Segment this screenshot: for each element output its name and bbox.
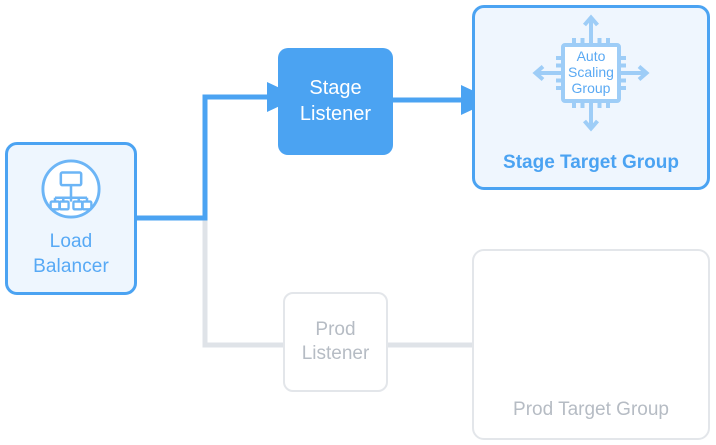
- load-balancer-label: Load Balancer: [33, 230, 109, 279]
- network-hierarchy-icon: [41, 159, 101, 219]
- cpu-chip-icon: Auto Scaling Group: [532, 14, 650, 132]
- asg-label-line2: Scaling: [568, 64, 614, 80]
- node-prod-listener[interactable]: Prod Listener: [283, 292, 388, 392]
- prod-listener-label-line1: Prod: [315, 318, 356, 340]
- load-balancer-label-line2: Balancer: [33, 255, 109, 277]
- load-balancer-label-line1: Load: [49, 231, 93, 253]
- connector-lb-to-prod-listener: [137, 215, 283, 348]
- node-load-balancer[interactable]: Load Balancer: [5, 142, 137, 295]
- auto-scaling-group-icon-wrap: Auto Scaling Group: [516, 14, 666, 132]
- connector-lb-to-stage-listener: [137, 82, 299, 221]
- prod-target-group-label: Prod Target Group: [513, 398, 669, 420]
- node-stage-listener[interactable]: Stage Listener: [278, 48, 393, 155]
- stage-target-group-label: Stage Target Group: [503, 151, 679, 173]
- node-stage-target-group[interactable]: Auto Scaling Group Stage Target Group: [472, 5, 710, 190]
- stage-listener-label-line2: Listener: [299, 102, 372, 125]
- stage-listener-label-line1: Stage: [309, 76, 362, 99]
- asg-label-line1: Auto: [577, 48, 606, 64]
- asg-label-line3: Group: [572, 80, 611, 96]
- prod-listener-label-line2: Listener: [301, 343, 370, 364]
- node-prod-target-group[interactable]: Prod Target Group: [472, 249, 710, 440]
